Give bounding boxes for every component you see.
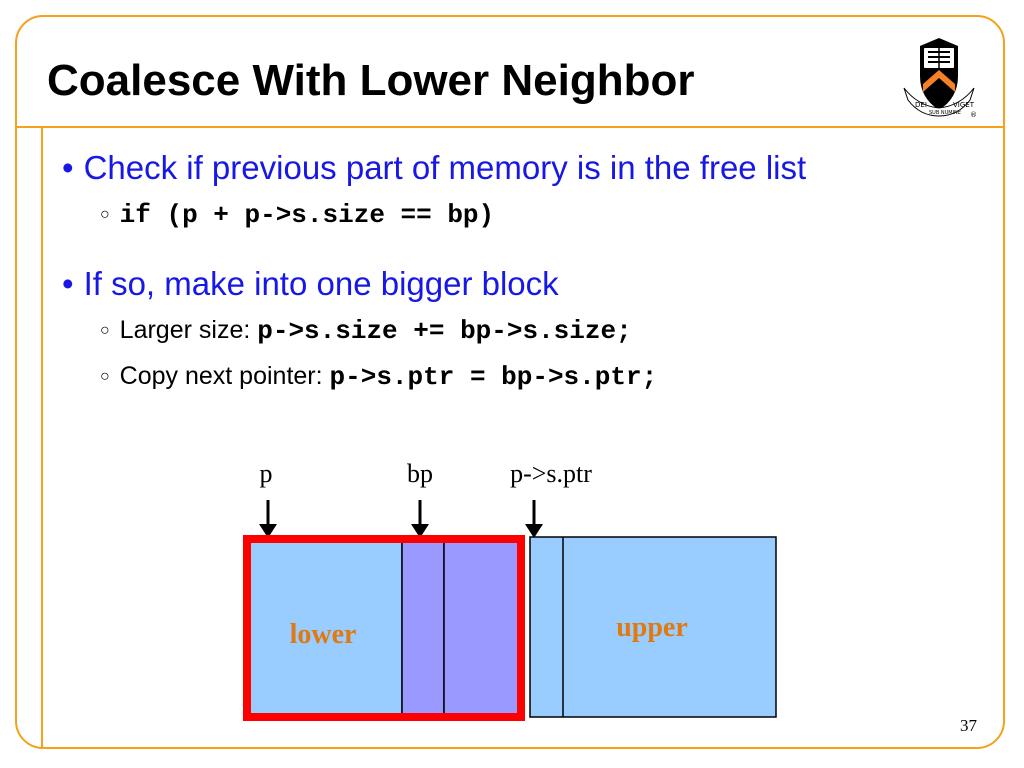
bullet-dot-icon: • <box>62 265 74 302</box>
pointer-label-bp: bp <box>407 459 433 488</box>
coalesced-block-highlight <box>243 535 525 721</box>
princeton-shield-logo: DEI SUB NUMINE VIGET ® <box>903 38 977 119</box>
subbullet-prefix: Copy next pointer: <box>119 362 330 390</box>
bullet-check-free-list: •Check if previous part of memory is in … <box>62 148 806 188</box>
pointer-arrow-p <box>259 500 277 538</box>
upper-block-label: upper <box>616 612 688 643</box>
bp-block-body <box>443 540 522 717</box>
bullet-text: Check if previous part of memory is in t… <box>83 149 807 186</box>
slide-title: Coalesce With Lower Neighbor <box>47 56 695 105</box>
sub-bullet-ring-icon: ○ <box>100 322 110 339</box>
pointer-label-p: p <box>260 459 273 488</box>
logo-motto-right: VIGET <box>953 101 975 109</box>
subbullet-larger-size: ○ Larger size: p->s.size += bp->s.size; <box>100 314 632 347</box>
pointer-arrow-bp <box>411 500 429 538</box>
slide-frame <box>15 15 1005 749</box>
pointer-label-ptr: p->s.ptr <box>510 459 592 488</box>
bullet-dot-icon: • <box>62 149 74 186</box>
bp-block-header <box>401 540 445 717</box>
code-if-condition: if (p + p->s.size == bp) <box>119 200 495 230</box>
registered-mark: ® <box>970 111 977 119</box>
sub-bullet-ring-icon: ○ <box>100 368 110 385</box>
code-larger-size: p->s.size += bp->s.size; <box>257 316 632 346</box>
title-divider <box>15 126 1005 128</box>
upper-block <box>529 536 777 718</box>
sub-bullet-ring-icon: ○ <box>100 206 110 223</box>
subbullet-if-condition: ○ if (p + p->s.size == bp) <box>100 198 494 231</box>
subbullet-copy-pointer: ○ Copy next pointer: p->s.ptr = bp->s.ptr… <box>100 360 657 393</box>
lower-block <box>248 540 403 717</box>
lower-block-label: lower <box>290 619 357 650</box>
logo-motto-left: DEI <box>915 101 927 109</box>
code-copy-pointer: p->s.ptr = bp->s.ptr; <box>329 362 658 392</box>
pointer-arrow-ptr <box>525 500 543 538</box>
left-margin-rule <box>41 126 43 749</box>
subbullet-prefix: Larger size: <box>119 316 258 344</box>
bullet-text: If so, make into one bigger block <box>83 265 559 302</box>
bullet-bigger-block: •If so, make into one bigger block <box>62 264 559 304</box>
page-number: 37 <box>960 716 977 735</box>
logo-motto-center: SUB NUMINE <box>929 110 961 116</box>
